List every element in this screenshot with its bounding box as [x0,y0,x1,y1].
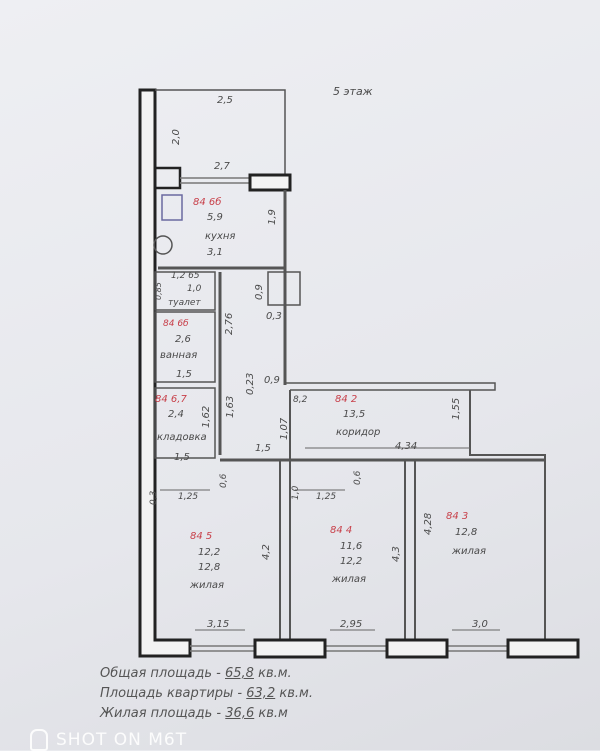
room4-area2: 12,2 [340,556,363,567]
hall-dim-c: 0,3 [266,311,282,322]
balcony-width: 2,5 [217,95,233,106]
balcony-depth: 2,0 [171,129,182,145]
corridor-side: 1,55 [451,397,462,420]
room5-n2: 0,3 [149,490,159,505]
hall-dim-g: 1,07 [279,417,290,440]
toilet-dims: 1,2 65 [171,271,200,281]
room5-niche: 1,25 [178,492,199,502]
room5-area2: 12,8 [198,562,221,573]
summary-total: Общая площадь - 65,8 кв.м. [100,666,292,682]
room5-n1: 0,6 [219,473,229,488]
summary-total-label: Общая площадь - [100,666,221,681]
summary-living-label: Жилая площадь - [100,706,222,721]
balcony-opening: 2,7 [214,161,230,172]
room3-area: 12,8 [455,527,478,538]
bathroom-name: ванная [160,350,198,361]
room4-depth: 4,3 [391,546,402,562]
corridor-name: коридор [336,427,381,438]
storage-area: 2,4 [168,409,184,420]
floor-label: 5 этаж [333,85,373,98]
kitchen-name: кухня [205,231,236,242]
kitchen-depth: 1,9 [267,209,278,225]
hall-dim-b: 0,9 [254,284,265,300]
bathroom-width: 1,5 [176,369,192,380]
summary-total-value: 65,8 [225,666,254,681]
room4-n2: 1,0 [291,485,301,500]
corridor-length: 4,34 [395,441,418,452]
toilet-side: 0,85 [154,282,163,300]
corridor-number: 84 2 [335,394,358,405]
storage-number: 84 6,7 [155,394,187,405]
summary-living: Жилая площадь - 36,6 кв.м [100,706,288,722]
summary-living-unit: кв.м [258,706,288,721]
summary-apt-label: Площадь квартиры - [100,686,243,701]
room5-number: 84 5 [190,531,213,542]
summary-apartment: Площадь квартиры - 63,2 кв.м. [100,686,313,702]
hall-dim-i: 1,5 [255,443,271,454]
room4-name: жилая [332,574,367,585]
room4-area1: 11,6 [340,541,363,552]
room3-width: 3,0 [472,619,488,630]
room5-depth: 4,2 [261,544,272,560]
bathroom-area: 2,6 [175,334,191,345]
hall-dim-f: 1,63 [225,395,236,418]
room3-depth: 4,28 [423,512,434,535]
kitchen-area: 5,9 [207,212,223,223]
hall-dim-h: 8,2 [293,395,308,405]
hall-dim-a: 2,76 [224,312,235,335]
room4-width: 2,95 [340,619,363,630]
room3-number: 84 3 [446,511,469,522]
kitchen-number: 84 6б [193,197,222,208]
room5-area1: 12,2 [198,547,221,558]
room4-n1: 0,6 [353,470,363,485]
summary-living-value: 36,6 [225,706,255,721]
watermark-text: SHOT ON M6T [56,729,188,750]
summary-apt-value: 63,2 [246,686,276,701]
hall-dim-e: 0,9 [264,375,280,386]
kitchen-width: 3,1 [207,247,223,258]
corridor-area: 13,5 [343,409,366,420]
room5-width: 3,15 [207,619,230,630]
room4-niche: 1,25 [316,492,337,502]
summary-apt-unit: кв.м. [279,686,313,701]
bathroom-number: 84 6б [163,319,189,329]
room5-name: жилая [190,580,225,591]
room4-number: 84 4 [330,525,353,536]
toilet-name: туалет [168,298,201,308]
toilet-area: 1,0 [187,284,202,294]
camera-logo-icon [30,729,48,751]
storage-width: 1,5 [174,452,190,463]
storage-name: кладовка [157,432,207,443]
hall-dim-d: 0,23 [245,372,256,395]
storage-side: 1,62 [201,405,212,428]
camera-watermark: SHOT ON M6T [30,729,187,751]
room3-name: жилая [452,546,487,557]
summary-total-unit: кв.м. [258,666,292,681]
